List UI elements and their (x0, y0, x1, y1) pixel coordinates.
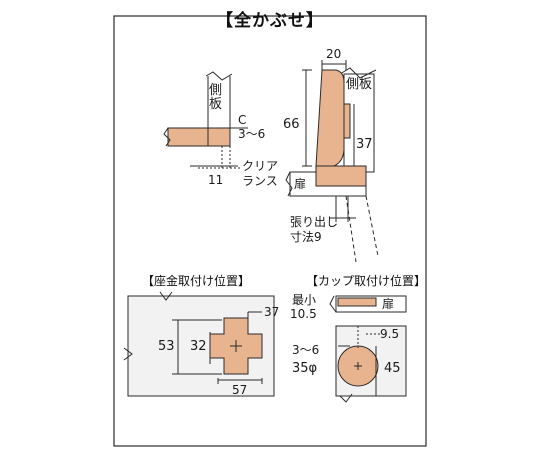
hinge-cup (315, 165, 367, 187)
mount-dim-57: 57 (232, 383, 248, 397)
hinge-arm (315, 69, 345, 167)
label-c: C (238, 113, 247, 127)
mount-title: 【座金取付け位置】 (142, 274, 251, 288)
label-20: 20 (326, 47, 342, 61)
dim-20-line (321, 60, 347, 70)
top-left-view (163, 71, 248, 169)
cup-center-mark (354, 362, 362, 370)
cup-dim-45: 45 (384, 361, 401, 376)
label-clearance-1: クリア (242, 159, 279, 173)
top-right-view (285, 60, 379, 263)
outer-frame (113, 15, 427, 447)
mount-dim-32: 32 (190, 339, 207, 354)
cup-panel-break (339, 393, 353, 403)
left-plate-break (163, 127, 171, 147)
cup-dim-3-6: 3〜6 (292, 343, 320, 357)
left-door-plate (167, 127, 209, 147)
dim-53-line (172, 319, 222, 375)
label-37: 37 (356, 137, 373, 152)
left-door-plate-edge (207, 127, 231, 147)
main-title: 【全かぶせ】 (216, 11, 324, 31)
left-side-panel-break (205, 71, 233, 81)
mount-panel-break-top (159, 291, 173, 301)
right-side-panel-break (339, 67, 377, 79)
overlay-lines (330, 196, 356, 222)
mount-dim-53: 53 (158, 339, 175, 354)
cup-dim-35: 35φ (292, 361, 318, 376)
dim-66-line (302, 69, 312, 167)
swing-dashed (345, 195, 379, 263)
label-overlay-2: 寸法9 (290, 230, 322, 244)
cup-view (329, 295, 407, 403)
mount-plate-center (230, 340, 242, 352)
label-11: 11 (208, 173, 224, 187)
left-side-panel (207, 76, 231, 128)
label-side-left: 側板 (209, 83, 223, 112)
label-side-right: 側板 (346, 77, 373, 92)
cup-door-fill (337, 297, 377, 307)
dim-37-leader (247, 311, 262, 318)
right-door-break (285, 171, 293, 197)
mounting-plate (343, 103, 351, 139)
cup-title: 【カップ取付け位置】 (306, 274, 427, 288)
cup-dim-9-5: 9.5 (380, 327, 400, 341)
cup-door-break (329, 295, 337, 313)
left-clearance-lines (198, 146, 240, 169)
cup-min-value: 10.5 (290, 307, 317, 321)
mount-view (123, 291, 275, 397)
label-door: 扉 (294, 177, 307, 191)
mount-panel-break-left (123, 347, 133, 361)
cup-door-label: 扉 (382, 297, 395, 311)
label-c-range: 3〜6 (238, 127, 266, 141)
label-clearance-2: ランス (242, 174, 278, 188)
mount-dim-37: 37 (264, 305, 280, 319)
cup-min-label: 最小 (292, 293, 317, 307)
dim-57-line (217, 378, 263, 384)
label-66: 66 (283, 117, 300, 132)
label-overlay-1: 張り出し (290, 215, 339, 229)
